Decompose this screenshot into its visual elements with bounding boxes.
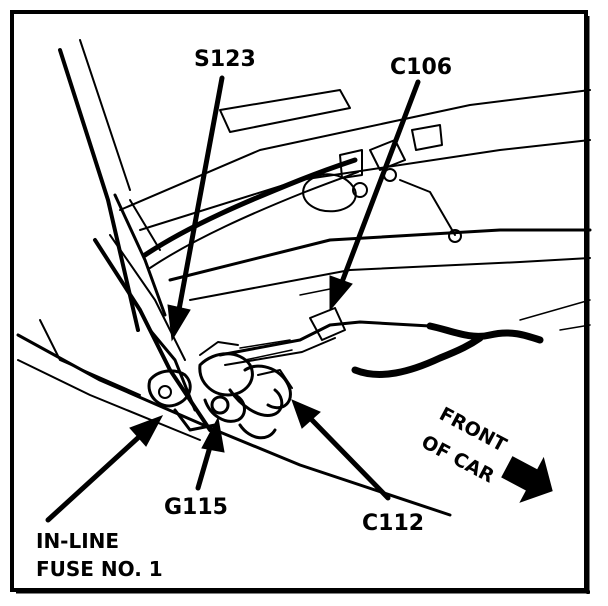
c106-leader-line xyxy=(339,79,421,285)
front-of-car-arrow-icon xyxy=(501,456,553,503)
label-s123: S123 xyxy=(194,47,256,72)
fuse-arrowhead xyxy=(129,415,164,447)
g115-arrowhead xyxy=(201,416,225,453)
c112-leader-line xyxy=(309,417,391,501)
s123-leader-line xyxy=(175,75,225,318)
label-c106: C106 xyxy=(390,55,452,80)
diagram-border xyxy=(10,10,588,592)
leader-arrows xyxy=(45,75,421,523)
c112-arrowhead xyxy=(291,399,321,429)
c106-arrowhead xyxy=(329,275,353,312)
label-fuse-line2: FUSE NO. 1 xyxy=(36,557,163,581)
s123-arrowhead xyxy=(167,304,191,342)
label-fuse-line1: IN-LINE xyxy=(36,529,119,553)
label-g115: G115 xyxy=(164,495,228,520)
label-c112: C112 xyxy=(362,511,424,536)
fuse-leader-line xyxy=(45,433,143,523)
